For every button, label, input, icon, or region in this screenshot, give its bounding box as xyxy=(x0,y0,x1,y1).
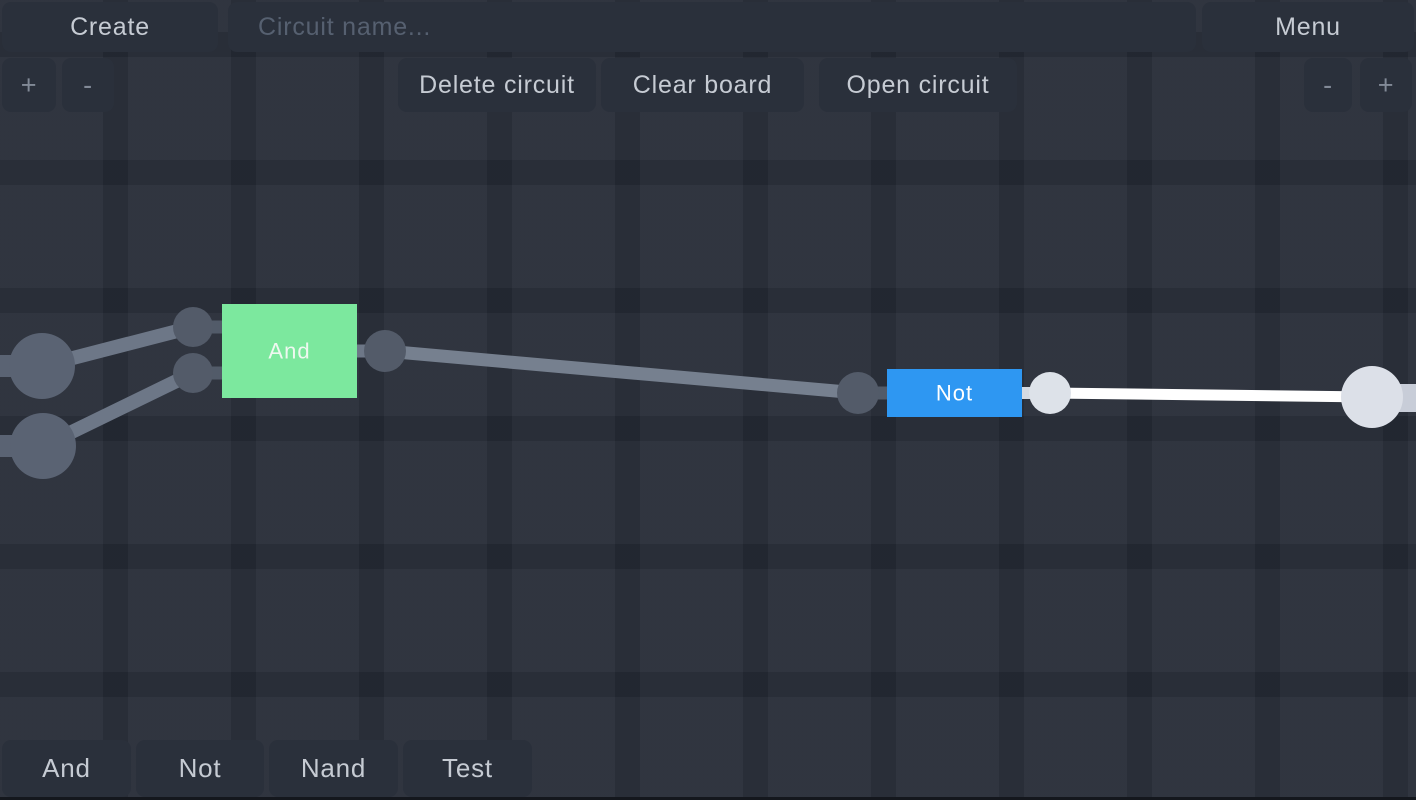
menu-button[interactable]: Menu xyxy=(1202,2,1414,52)
wire-not-to-lamp xyxy=(1049,387,1373,403)
zoom-out-button-left[interactable]: - xyxy=(62,58,114,112)
circuit-name-input[interactable] xyxy=(228,2,1196,52)
and-input-node-2[interactable] xyxy=(173,353,213,393)
bottom-edge-strip xyxy=(0,797,1416,800)
wire-and-to-not xyxy=(384,344,859,400)
delete-circuit-button[interactable]: Delete circuit xyxy=(398,58,596,112)
zoom-in-button-right[interactable]: + xyxy=(1360,58,1412,112)
palette-item-test[interactable]: Test xyxy=(403,740,532,797)
and-input-node-1[interactable] xyxy=(173,307,213,347)
and-gate[interactable] xyxy=(222,304,357,398)
zoom-in-button-left[interactable]: + xyxy=(2,58,56,112)
input-switch-a[interactable] xyxy=(9,333,75,399)
open-circuit-button[interactable]: Open circuit xyxy=(819,58,1017,112)
output-lamp[interactable] xyxy=(1341,366,1403,428)
palette-item-not[interactable]: Not xyxy=(136,740,264,797)
and-output-node[interactable] xyxy=(364,330,406,372)
not-gate[interactable] xyxy=(887,369,1022,417)
palette-item-and[interactable]: And xyxy=(2,740,131,797)
clear-board-button[interactable]: Clear board xyxy=(601,58,804,112)
create-button[interactable]: Create xyxy=(2,2,218,52)
input-switch-b[interactable] xyxy=(10,413,76,479)
not-gate-label: Not xyxy=(936,381,973,406)
not-output-node[interactable] xyxy=(1029,372,1071,414)
not-input-node[interactable] xyxy=(837,372,879,414)
zoom-out-button-right[interactable]: - xyxy=(1304,58,1352,112)
and-gate-label: And xyxy=(268,339,310,364)
palette-item-nand[interactable]: Nand xyxy=(269,740,398,797)
